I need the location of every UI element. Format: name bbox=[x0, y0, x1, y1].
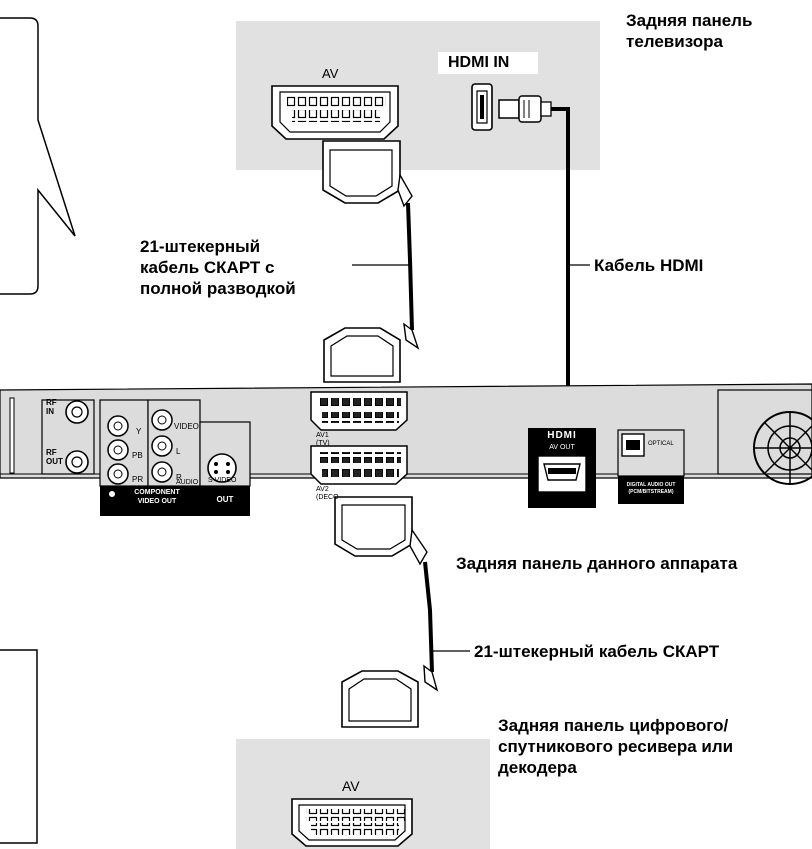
scart-plug-unit-av1 bbox=[323, 322, 420, 383]
component-section bbox=[99, 399, 251, 516]
tv-scart-socket bbox=[271, 85, 399, 140]
tv-rear-panel-title: Задняя панель телевизора bbox=[626, 11, 753, 51]
av1-label: AV1 (TV) bbox=[316, 432, 330, 447]
optical-label: OPTICAL bbox=[648, 441, 674, 447]
rf-out-label: RF OUT bbox=[46, 448, 63, 466]
hdmi-in-label-box bbox=[438, 52, 538, 74]
tv-hdmi-in-label: HDMI IN bbox=[448, 54, 510, 71]
rf-section bbox=[41, 399, 95, 475]
unit-av2-socket bbox=[310, 445, 408, 485]
scart-cable-top-label: 21-штекерный кабель СКАРТ с полной разво… bbox=[140, 237, 296, 298]
tv-hdmi-socket bbox=[471, 83, 493, 131]
r-label: R bbox=[176, 473, 182, 482]
scart-cable-bottom-label: 21-штекерный кабель СКАРТ bbox=[474, 642, 720, 661]
note-box bbox=[0, 649, 38, 844]
scart-plug-tv bbox=[322, 140, 413, 208]
callout-bubble bbox=[0, 17, 76, 295]
pr-label: PR bbox=[132, 475, 144, 484]
unit-hdmi-av-out bbox=[528, 428, 596, 508]
scart-plug-receiver bbox=[341, 664, 439, 728]
digital-audio-out-label: DIGITAL AUDIO OUT (PCM/BITSTREAM) bbox=[626, 482, 676, 495]
y-label: Y bbox=[136, 427, 142, 436]
tv-av-label: AV bbox=[322, 66, 339, 81]
out-label: OUT bbox=[216, 495, 234, 504]
hdmi-cable-label: Кабель HDMI bbox=[594, 256, 704, 275]
receiver-rear-panel-title: Задняя панель цифрового/ спутникового ре… bbox=[498, 716, 734, 777]
component-video-out-label: COMPONENT VIDEO OUT bbox=[134, 489, 180, 505]
hdmi-plug-tv bbox=[498, 95, 552, 123]
unit-av1-socket bbox=[310, 391, 408, 431]
l-label: L bbox=[176, 447, 181, 456]
hdmi-logo: HDMI bbox=[547, 430, 577, 441]
receiver-scart-socket bbox=[291, 798, 413, 847]
receiver-av-label: AV bbox=[342, 778, 360, 794]
video-label: VIDEO bbox=[174, 422, 199, 431]
scart-plug-unit-av2 bbox=[334, 496, 428, 566]
hdmi-cable bbox=[551, 107, 570, 397]
audio-label: AUDIO bbox=[176, 479, 199, 486]
rf-in-label: RF IN bbox=[46, 398, 57, 416]
unit-rear-panel-title: Задняя панель данного аппарата bbox=[456, 554, 738, 573]
av2-label: AV2 (DECO bbox=[316, 486, 339, 501]
s-video-label: S VIDEO bbox=[208, 477, 237, 484]
scart-cable-bottom bbox=[423, 561, 434, 673]
av-out-label: AV OUT bbox=[549, 444, 575, 451]
fan-grille bbox=[717, 389, 812, 485]
unit-digital-audio-out bbox=[617, 429, 685, 504]
scart-cable-top bbox=[406, 202, 414, 331]
pb-label: PB bbox=[132, 451, 143, 460]
